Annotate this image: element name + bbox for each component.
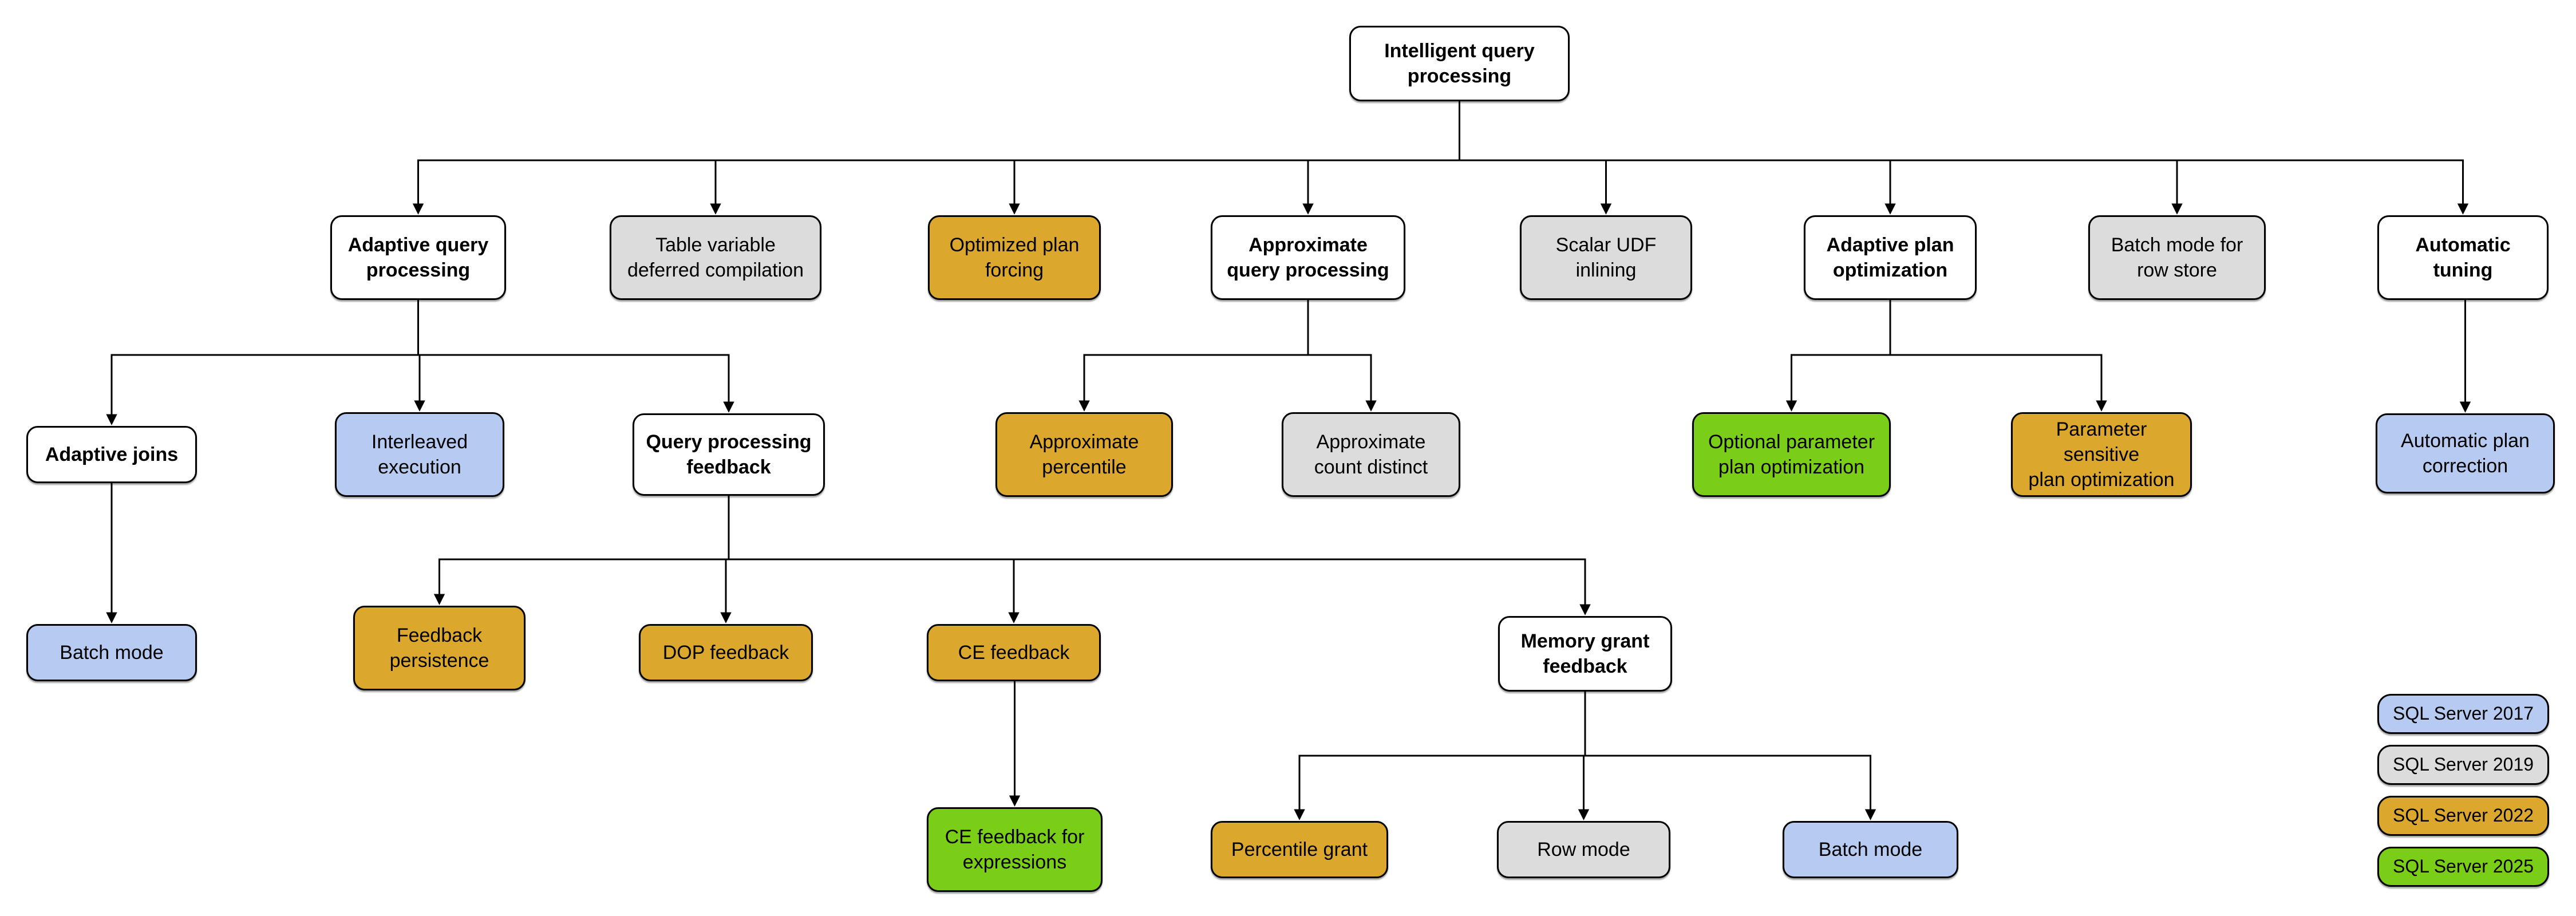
node-query-processing-feedback: Query processing feedback	[633, 413, 825, 496]
node-batch-mode-adaptive-joins: Batch mode	[26, 624, 197, 681]
node-approximate-percentile: Approximate percentile	[995, 412, 1173, 497]
legend-sql-server-2022: SQL Server 2022	[2377, 796, 2549, 836]
node-optimized-plan-forcing: Optimized plan forcing	[928, 215, 1101, 300]
node-adaptive-query-processing: Adaptive query processing	[330, 215, 506, 300]
node-ce-feedback: CE feedback	[927, 624, 1101, 681]
node-batch-mode-memory-grant: Batch mode	[1783, 821, 1958, 878]
legend-sql-server-2017: SQL Server 2017	[2377, 694, 2549, 734]
node-adaptive-joins: Adaptive joins	[26, 426, 197, 483]
node-approximate-query-processing: Approximate query processing	[1211, 215, 1405, 300]
node-dop-feedback: DOP feedback	[639, 624, 813, 681]
node-batch-mode-row-store: Batch mode for row store	[2088, 215, 2266, 300]
node-interleaved-execution: Interleaved execution	[335, 412, 504, 497]
node-ce-feedback-for-expressions: CE feedback for expressions	[927, 807, 1103, 892]
node-row-mode: Row mode	[1497, 821, 1670, 878]
node-parameter-sensitive-plan-optimization: Parameter sensitive plan optimization	[2011, 412, 2192, 497]
node-approximate-count-distinct: Approximate count distinct	[1282, 412, 1460, 497]
node-root: Intelligent query processing	[1349, 26, 1570, 101]
legend-sql-server-2019: SQL Server 2019	[2377, 745, 2549, 785]
node-adaptive-plan-optimization: Adaptive plan optimization	[1804, 215, 1977, 300]
node-automatic-tuning: Automatic tuning	[2377, 215, 2549, 300]
node-optional-parameter-plan-optimization: Optional parameter plan optimization	[1692, 412, 1891, 497]
node-memory-grant-feedback: Memory grant feedback	[1498, 616, 1672, 692]
node-scalar-udf-inlining: Scalar UDF inlining	[1520, 215, 1692, 300]
node-table-variable-deferred-compilation: Table variable deferred compilation	[610, 215, 821, 300]
node-percentile-grant: Percentile grant	[1211, 821, 1388, 878]
node-automatic-plan-correction: Automatic plan correction	[2376, 413, 2555, 493]
node-feedback-persistence: Feedback persistence	[353, 606, 526, 690]
legend-sql-server-2025: SQL Server 2025	[2377, 847, 2549, 887]
